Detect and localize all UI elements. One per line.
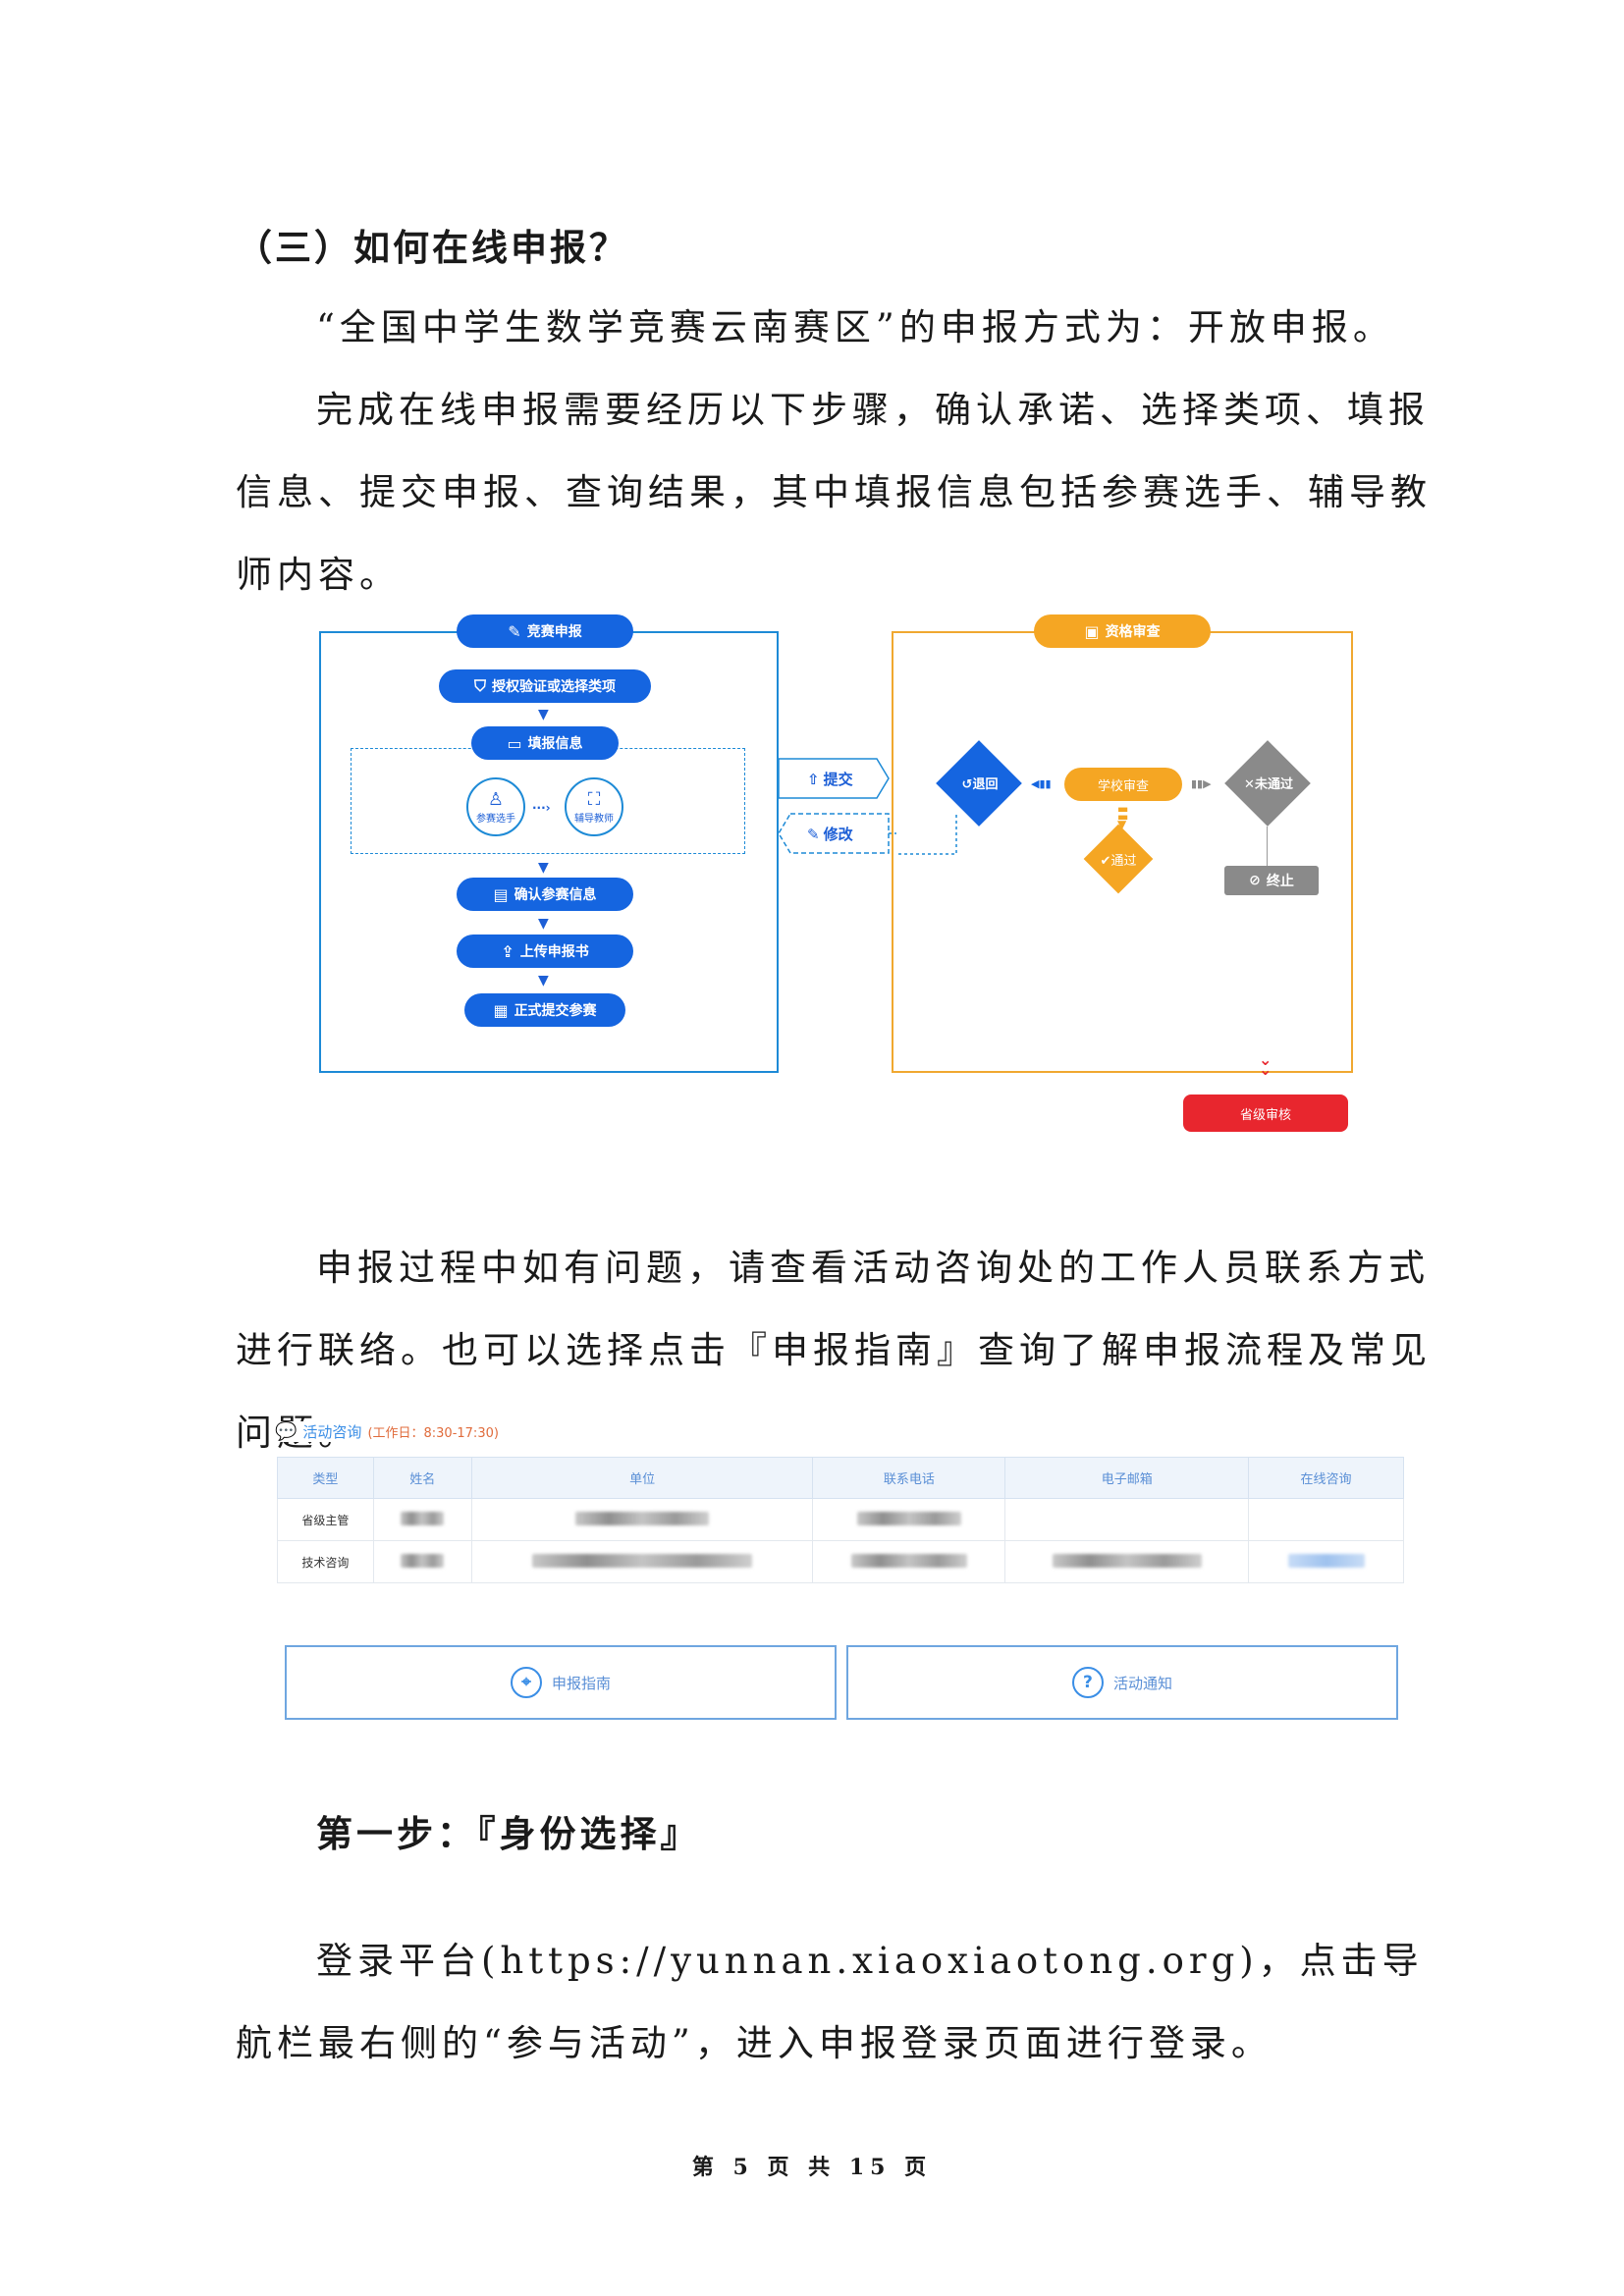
return-connector-line — [897, 815, 957, 855]
paragraph-steps: 完成在线申报需要经历以下步骤，确认承诺、选择类项、填报信息、提交申报、查询结果，… — [236, 389, 1432, 596]
submit-tag[interactable]: ⇧提交 — [807, 770, 853, 789]
paragraph-method: “全国中学生数学竞赛云南赛区”的申报方式为：开放申报。 — [316, 306, 1394, 348]
consult-title: 💬 活动咨询 (工作日：8:30-17:30) — [275, 1421, 507, 1442]
compass-icon: ⌖ — [510, 1667, 542, 1698]
qualification-review-title: ▣资格审查 — [1034, 614, 1211, 648]
cell-name-blurred — [372, 1498, 472, 1541]
cell-email-blurred — [1004, 1540, 1250, 1583]
application-flow-diagram: ✎竞赛申报 ⛉授权验证或选择类项 ▼ ▭填报信息 ♙参赛选手 ···› ⛶辅导教… — [314, 609, 1365, 1139]
arrow-down-icon: ▼ — [538, 973, 549, 988]
arrow-down-icon: ▼ — [538, 916, 549, 932]
col-type: 类型 — [277, 1457, 374, 1499]
teacher-circle[interactable]: ⛶辅导教师 — [565, 777, 623, 836]
review-icon: ▣ — [1084, 621, 1100, 641]
arrow-down-icon: ▼ — [538, 860, 549, 876]
person-icon: ♙ — [487, 788, 505, 810]
cell-phone-blurred — [812, 1540, 1006, 1583]
cell-phone-blurred — [812, 1498, 1006, 1541]
chat-icon: 💬 — [275, 1421, 298, 1442]
return-connector — [897, 815, 957, 855]
page-footer: 第 5 页 共 15 页 — [691, 2155, 933, 2180]
col-phone: 联系电话 — [812, 1457, 1006, 1499]
double-chevron-down-icon: ⌄⌄ — [1259, 1050, 1272, 1079]
modify-arrow-shape — [779, 813, 890, 854]
document-icon: ▤ — [493, 884, 509, 904]
cell-unit-blurred — [470, 1540, 814, 1583]
pencil-icon: ✎ — [807, 825, 820, 843]
step-one-heading: 第一步：『身份选择』 — [316, 1812, 701, 1855]
terminate-box[interactable]: ⊘终止 — [1224, 866, 1319, 895]
table-row: 省级主管 — [277, 1498, 1404, 1541]
folder-icon: ▭ — [507, 733, 522, 753]
paragraph-login: 登录平台(https://yunnan.xiaoxiaotong.org)，点击… — [236, 1940, 1424, 2064]
modify-tag[interactable]: ✎修改 — [807, 825, 853, 844]
col-online: 在线咨询 — [1248, 1457, 1404, 1499]
shield-icon: ⛉ — [473, 676, 486, 695]
upload-icon: ⇧ — [807, 770, 820, 788]
teacher-icon: ⛶ — [587, 788, 601, 810]
arrow-down-icon: ▼ — [538, 707, 549, 722]
not-pass-label[interactable]: ✕未通过 — [1244, 777, 1293, 792]
province-review[interactable]: 省级审核 — [1183, 1095, 1348, 1132]
undo-icon: ↺ — [961, 777, 973, 792]
col-unit: 单位 — [470, 1457, 814, 1499]
arrow-right-icon: ▮▮▶ — [1191, 777, 1212, 790]
step-fill-info[interactable]: ▭填报信息 — [471, 726, 619, 760]
return-label[interactable]: ↺退回 — [961, 777, 999, 792]
consult-panel: 💬 活动咨询 (工作日：8:30-17:30) 类型 姓名 单位 联系电话 电子… — [265, 1421, 1414, 1608]
cell-unit-blurred — [470, 1498, 814, 1541]
upload-icon: ⇪ — [501, 941, 514, 961]
table-row: 技术咨询 — [277, 1540, 1404, 1583]
cell-online — [1248, 1498, 1404, 1541]
cell-name-blurred — [372, 1540, 472, 1583]
cell-email — [1004, 1498, 1250, 1541]
col-email: 电子邮箱 — [1004, 1457, 1250, 1499]
table-header: 类型 姓名 单位 联系电话 电子邮箱 在线咨询 — [277, 1457, 1404, 1499]
step-confirm[interactable]: ▤确认参赛信息 — [457, 878, 633, 911]
player-circle[interactable]: ♙参赛选手 — [466, 777, 525, 836]
question-icon: ? — [1071, 1667, 1104, 1698]
submit-arrow-shape — [779, 758, 890, 799]
section-heading: （三）如何在线申报？ — [236, 226, 628, 269]
cell-online-link-blurred[interactable] — [1248, 1540, 1404, 1583]
guide-button[interactable]: ⌖ 申报指南 — [285, 1645, 837, 1720]
step-upload[interactable]: ⇪上传申报书 — [457, 934, 633, 968]
terminate-connector — [1267, 827, 1268, 866]
check-icon: ✔ — [1100, 854, 1111, 869]
close-icon: ✕ — [1244, 777, 1255, 792]
consult-table: 类型 姓名 单位 联系电话 电子邮箱 在线咨询 省级主管 技术咨询 — [277, 1457, 1404, 1583]
arrow-down-icon: ▬▬▼ — [1117, 802, 1129, 831]
cell-type: 技术咨询 — [277, 1540, 374, 1583]
form-icon: ✎ — [508, 621, 521, 641]
submit-icon: ▦ — [493, 1000, 509, 1020]
arrow-left-icon: ◀▮▮ — [1031, 777, 1052, 790]
school-review[interactable]: 学校审查 — [1064, 768, 1182, 801]
arrow-right-icon: ···› — [532, 801, 551, 815]
col-name: 姓名 — [372, 1457, 472, 1499]
competition-apply-title: ✎竞赛申报 — [457, 614, 633, 648]
cell-type: 省级主管 — [277, 1498, 374, 1541]
step-auth[interactable]: ⛉授权验证或选择类项 — [439, 669, 651, 703]
connector-arrows — [779, 758, 896, 854]
step-submit[interactable]: ▦正式提交参赛 — [464, 993, 625, 1027]
pass-label[interactable]: ✔通过 — [1100, 854, 1137, 869]
notice-button[interactable]: ? 活动通知 — [846, 1645, 1398, 1720]
paragraph-help: 申报过程中如有问题，请查看活动咨询处的工作人员联系方式进行联络。也可以选择点击『… — [236, 1247, 1432, 1454]
ban-icon: ⊘ — [1249, 873, 1261, 888]
